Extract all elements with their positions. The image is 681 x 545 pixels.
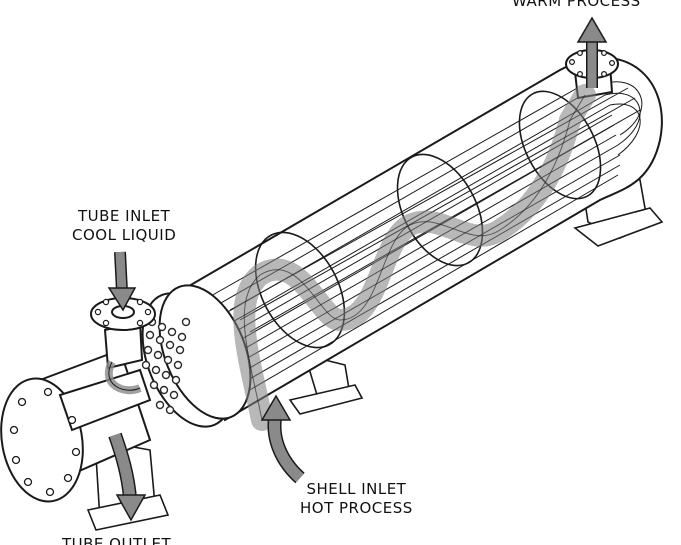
channel-head [0,348,152,503]
shell-flow-ribbon-edge [243,94,586,421]
tube-return-flow [104,360,142,395]
label-tube-inlet-line2: COOL LIQUID [72,226,177,244]
warm-process-arrow [576,16,608,88]
baffle-3 [518,90,602,200]
u-bend-return [599,81,643,156]
tube-outlet-arrow [108,432,147,522]
baffle-1 [254,231,346,349]
hot-process-arrow [260,394,305,484]
label-shell-inlet-line1: SHELL INLET [306,480,407,498]
label-warm-process: WARM PROCESS [512,0,641,10]
tubesheet-holes [141,317,191,415]
cool-liquid-arrow [107,251,137,312]
label-tube-outlet: TUBE OUTLET [62,535,172,545]
tube-inlet-flange-bolts [94,295,152,327]
channel-head-bolts [9,387,81,497]
label-tube-inlet: TUBE INLET COOL LIQUID [72,207,176,245]
label-tube-inlet-line1: TUBE INLET [77,207,171,225]
shell-outlet-flange-bolts [568,49,615,77]
label-shell-inlet-line2: HOT PROCESS [300,499,413,517]
label-shell-inlet: SHELL INLET HOT PROCESS [300,480,413,518]
